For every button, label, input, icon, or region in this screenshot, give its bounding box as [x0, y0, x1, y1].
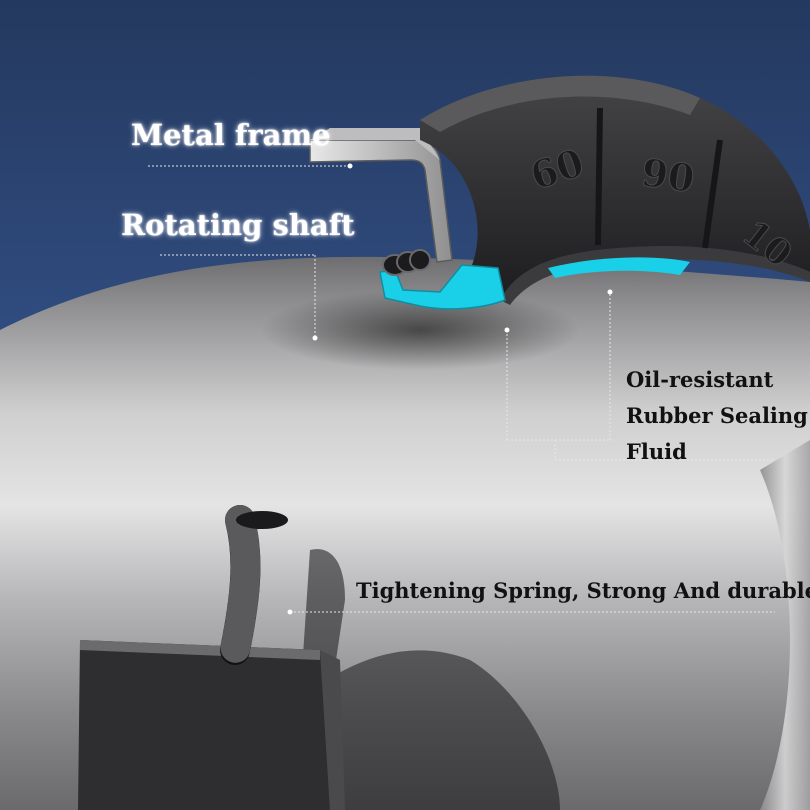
leader-lines: [148, 165, 775, 613]
seal-label-line-2: Rubber Sealing: [626, 403, 808, 428]
tightening-spring: [220, 505, 288, 665]
tightening-spring-label: Tightening Spring, Strong And durable: [356, 578, 810, 603]
rubber-sealing-label: Oil-resistant Rubber Sealing Fluid: [626, 362, 808, 470]
sealing-lip: [379, 249, 690, 310]
leader-dots: [287, 163, 613, 615]
metal-frame-label: Metal frame: [131, 118, 331, 152]
rubber-seal-ring: 60 90 10: [420, 75, 810, 305]
seal-label-line-3: Fluid: [626, 439, 687, 464]
seal-label-line-1: Oil-resistant: [626, 367, 774, 392]
seal-marking-90: 90: [639, 149, 698, 201]
mounting-bracket: [78, 640, 345, 810]
rotating-shaft-label: Rotating shaft: [121, 208, 355, 242]
garter-spring: [382, 249, 431, 276]
